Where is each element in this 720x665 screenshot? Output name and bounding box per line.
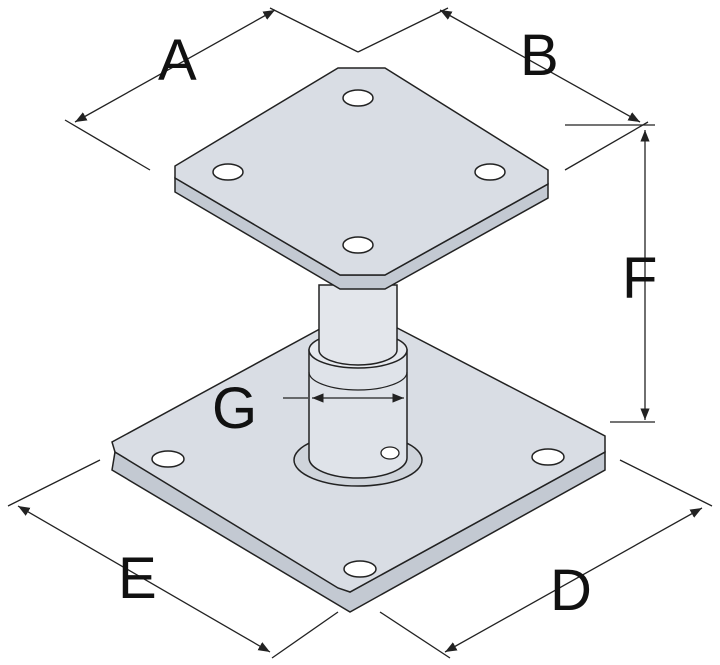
bottom-hole-left bbox=[151, 450, 185, 468]
label-g: G bbox=[212, 376, 257, 441]
dimension-d-line bbox=[444, 507, 703, 653]
label-a: A bbox=[158, 28, 197, 93]
dimension-lines bbox=[7, 7, 713, 659]
dimension-a-line bbox=[74, 9, 276, 123]
label-e: E bbox=[118, 546, 157, 611]
label-f: F bbox=[622, 246, 657, 311]
top-hole-right bbox=[474, 163, 506, 181]
bottom-hole-front bbox=[343, 560, 377, 578]
dimension-b-line bbox=[439, 9, 641, 123]
top-hole-back bbox=[342, 89, 374, 107]
top-hole-left bbox=[212, 163, 244, 181]
label-b: B bbox=[520, 23, 559, 88]
top-plate bbox=[174, 67, 549, 290]
top-hole-front bbox=[342, 236, 374, 254]
bottom-hole-right bbox=[531, 448, 565, 466]
label-d: D bbox=[550, 558, 592, 623]
tube-pin-hole bbox=[380, 446, 400, 460]
dimension-e-line bbox=[17, 505, 271, 653]
upper-tube bbox=[318, 284, 398, 366]
